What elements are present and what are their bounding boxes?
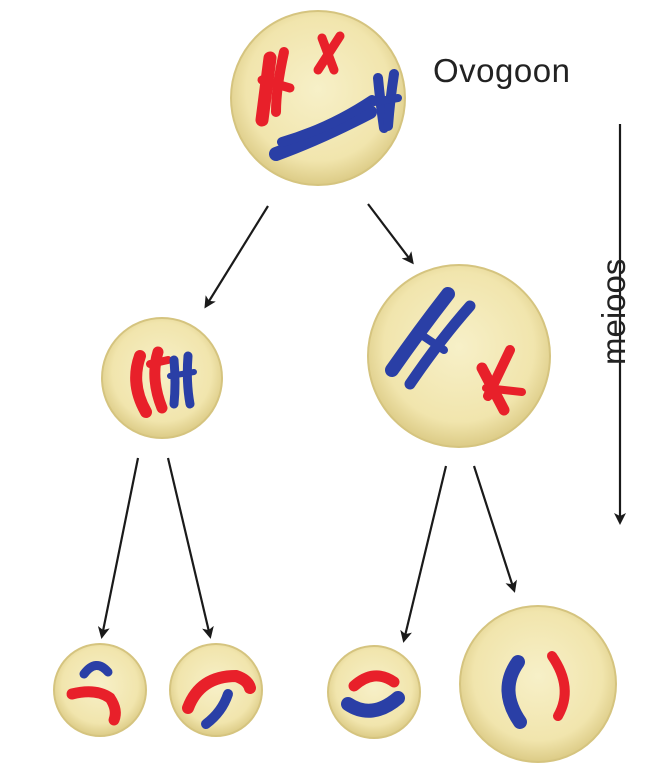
ovum-cell [459,605,617,763]
blue-chromatid [79,661,113,679]
blue-chromosome-x [385,287,476,390]
arrows [97,124,626,643]
blue-chromosome-large [269,95,377,161]
blue-chromosome-small [370,69,402,133]
oogonium-label: Ovogoon [433,52,571,89]
arrow-top-to-right [367,203,414,265]
polar-body-1-cell [101,317,223,439]
arrow-left-to-bottom-2 [166,457,214,639]
red-chromosome-large [255,47,295,127]
meiosis-label: meioos [595,258,632,365]
polar-body-2b-cell [169,643,263,737]
polar-body-2a-cell [53,643,147,737]
blue-chromatid [341,691,405,718]
arrow-top-to-left [204,205,269,309]
red-chromosome-small [313,31,345,75]
arrow-right-to-bottom-2 [472,465,517,593]
arrow-right-to-bottom-1 [400,465,448,643]
blue-chromatid [201,689,233,729]
red-chromatid [547,651,570,721]
red-chromosome-x [476,345,526,416]
blue-chromatid [501,655,527,729]
oogonium-cell [230,10,406,186]
red-chromatid [348,670,400,692]
red-chromatid [182,669,256,714]
secondary-oocyte-cell [367,264,551,448]
red-chromosome-pair [130,346,172,418]
arrow-left-to-bottom-1 [97,457,140,639]
blue-chromosome-pair [167,351,197,409]
red-chromatid [66,686,121,726]
polar-body-1-product-cell [327,645,421,739]
